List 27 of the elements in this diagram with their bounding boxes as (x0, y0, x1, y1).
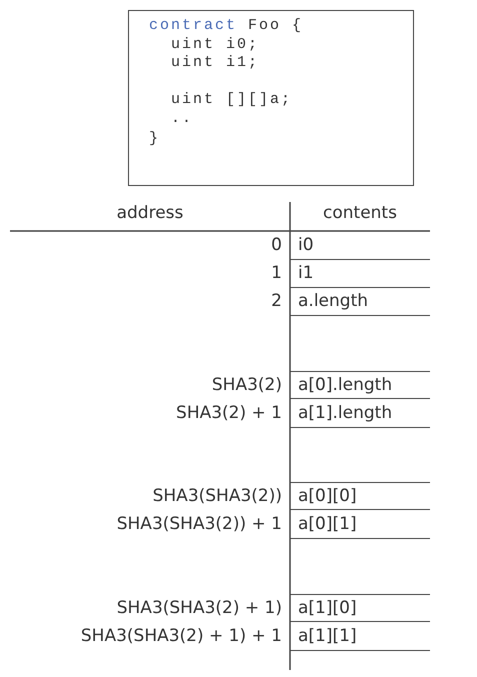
contents-cell: a[1][1] (290, 623, 430, 651)
contents-cell: a[0][0] (290, 482, 430, 510)
contents-cell: i0 (290, 232, 430, 260)
code-box (128, 10, 414, 186)
column-header: contents (322, 203, 398, 225)
address-label: SHA3(SHA3(2) + 1) + 1 (80, 625, 282, 648)
address-label: SHA3(SHA3(2)) + 1 (116, 513, 282, 536)
contents-cell: a.length (290, 288, 430, 316)
address-label: SHA3(2) + 1 (175, 402, 282, 425)
address-label: SHA3(SHA3(2)) (152, 485, 282, 508)
contents-cell: a[0][1] (290, 511, 430, 539)
code-line: } (149, 130, 160, 148)
contents-cell: i1 (290, 260, 430, 288)
address-label: 0 (270, 234, 282, 257)
address-label: 2 (270, 290, 282, 313)
contents-cell: a[1].length (290, 400, 430, 428)
address-label: SHA3(2) (210, 374, 282, 397)
code-line: uint i0; (171, 36, 260, 54)
column-header: address (116, 203, 184, 225)
address-label: SHA3(SHA3(2) + 1) (116, 597, 282, 620)
code-line: uint i1; (171, 54, 260, 72)
contents-cell: a[0].length (290, 371, 430, 399)
code-line: uint [][]a; (171, 91, 292, 109)
code-line: .. (171, 110, 194, 128)
code-line: contract Foo { (149, 17, 304, 35)
contents-cell: a[1][0] (290, 594, 430, 622)
address-label: 1 (270, 262, 282, 285)
